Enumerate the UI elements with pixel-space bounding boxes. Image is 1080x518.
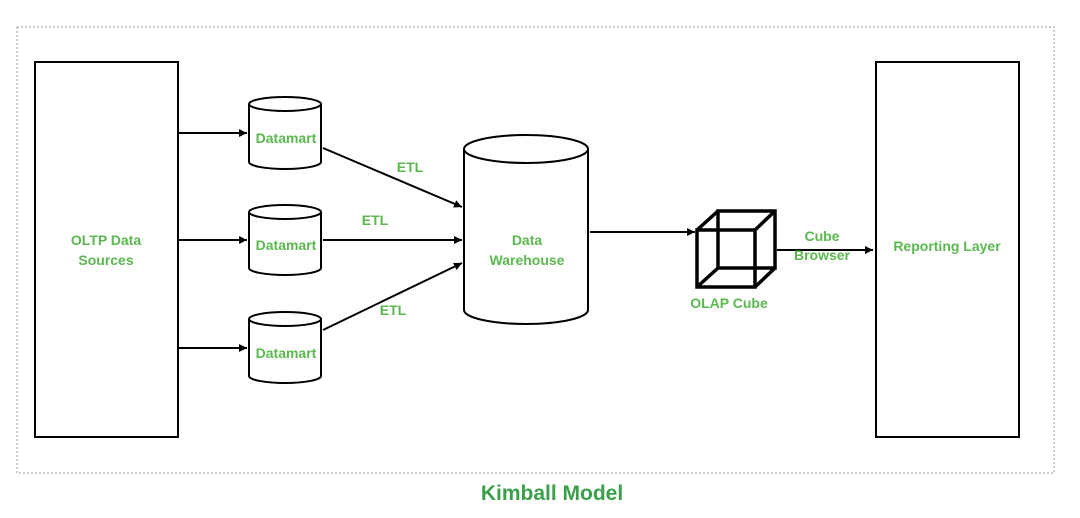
oltp-label-line2: Sources	[78, 252, 133, 268]
datamart-3-label: Datamart	[256, 345, 317, 361]
arrow-datamart-1-to-warehouse	[322, 147, 463, 208]
datamart-3: Datamart	[248, 311, 322, 384]
datamart-2: Datamart	[248, 204, 322, 276]
datamart-1-label: Datamart	[256, 130, 317, 146]
etl-label-1: ETL	[397, 159, 424, 175]
oltp-label-line1: OLTP Data	[71, 232, 141, 248]
arrow-datamart-3-to-warehouse	[322, 262, 463, 331]
cube-browser-label-line2: Browser	[794, 247, 851, 263]
diagram-title: Kimball Model	[481, 482, 623, 505]
warehouse-label-line1: Data	[512, 232, 543, 248]
cube-browser-label-line1: Cube	[805, 228, 840, 244]
etl-label-3: ETL	[380, 302, 407, 318]
reporting-layer-label: Reporting Layer	[893, 238, 1001, 254]
outer-frame	[16, 26, 1055, 474]
datamart-2-label: Datamart	[256, 237, 317, 253]
datamart-1: Datamart	[248, 96, 322, 170]
etl-label-2: ETL	[362, 212, 389, 228]
olap-cube-label: OLAP Cube	[690, 295, 768, 311]
warehouse-label-line2: Warehouse	[490, 252, 565, 268]
reporting-layer-box: Reporting Layer	[875, 61, 1020, 438]
olap-cube-icon	[695, 209, 777, 289]
data-warehouse-cylinder: Data Warehouse	[463, 134, 589, 325]
oltp-sources-box: OLTP Data Sources	[34, 61, 179, 438]
